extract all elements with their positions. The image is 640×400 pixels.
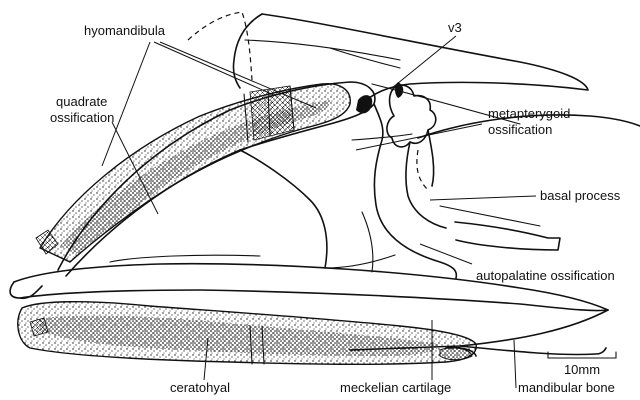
label-metapterygoid-line1: metapterygoid <box>488 106 570 121</box>
label-autopalatine: autopalatine ossification <box>476 268 615 283</box>
otic-region <box>416 114 640 251</box>
leader-lines <box>101 35 537 389</box>
label-basal-process: basal process <box>540 188 621 203</box>
label-hyomandibula: hyomandibula <box>84 23 166 38</box>
label-quadrate-line1: quadrate <box>56 94 107 109</box>
labels: hyomandibula v3 quadrate ossification me… <box>50 20 621 395</box>
scale-bar-label: 10mm <box>564 362 600 377</box>
label-mandibular-bone: mandibular bone <box>518 380 615 395</box>
label-meckelian: meckelian cartilage <box>340 380 451 395</box>
label-metapterygoid-line2: ossification <box>488 122 552 137</box>
scale-bar: 10mm <box>547 351 617 377</box>
label-v3: v3 <box>448 20 462 35</box>
label-quadrate-line2: ossification <box>50 110 114 125</box>
label-ceratohyal: ceratohyal <box>170 380 230 395</box>
ceratohyal <box>17 301 477 366</box>
hyomandibula <box>35 83 351 263</box>
neurocranium-outline <box>187 11 589 125</box>
lower-jaw <box>9 254 609 356</box>
metapterygoid-ossification <box>356 82 447 229</box>
